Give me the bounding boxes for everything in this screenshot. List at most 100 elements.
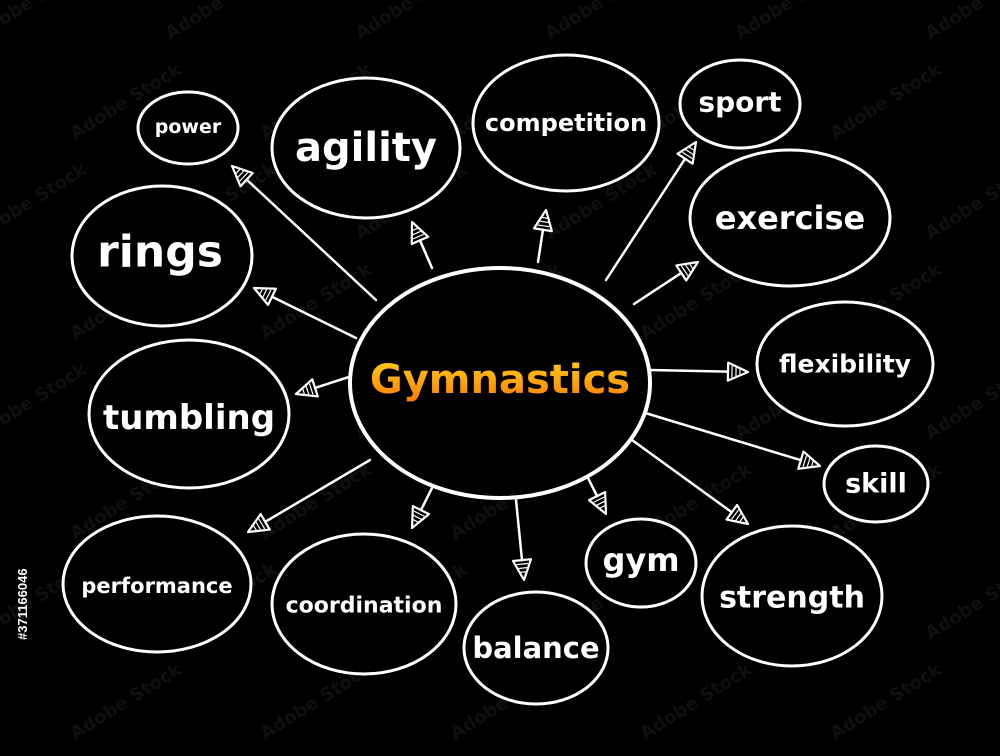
watermark-text: Adobe Stock (827, 659, 947, 745)
connector-exercise-hatch (685, 264, 691, 273)
connector-skill-hatch (802, 455, 807, 468)
connector-agility-hatch (412, 230, 421, 236)
connector-skill-arrowhead (797, 450, 822, 470)
node-gym: gym (584, 517, 698, 609)
node-balance-label: balance (472, 631, 599, 665)
connector-exercise (632, 260, 700, 306)
node-power-label: power (155, 116, 222, 138)
node-exercise-label: exercise (715, 199, 866, 237)
connector-competition-hatch (539, 220, 549, 224)
connector-agility-arrowhead (410, 220, 430, 246)
connector-power-line (245, 178, 378, 302)
connector-strength-hatch (731, 509, 739, 520)
bubble-layer: power agility competition sport exercise… (61, 53, 935, 706)
node-gym-label: gym (602, 541, 679, 579)
connector-coordination-hatch (413, 514, 422, 520)
connector-sport-line (604, 157, 687, 282)
connector-flexibility-line (648, 368, 730, 373)
stock-id-text: #371166046 (15, 568, 30, 640)
node-performance: performance (61, 514, 253, 654)
node-skill-label: skill (845, 469, 907, 500)
node-strength-label: strength (719, 581, 865, 616)
node-flexibility-label: flexibility (779, 350, 911, 379)
node-power-bubble (136, 90, 240, 166)
connector-gym-arrowhead (587, 490, 608, 516)
connector-coordination-hatch (413, 510, 425, 517)
connector-coordination (410, 486, 434, 530)
node-rings: rings (70, 184, 254, 328)
connector-competition-hatch (537, 224, 550, 228)
node-competition-label: competition (485, 109, 647, 137)
connector-gym (584, 472, 608, 516)
node-strength: strength (700, 524, 884, 668)
connector-sport-hatch (685, 149, 694, 155)
connector-sport-hatch (688, 146, 695, 151)
node-rings-label: rings (97, 227, 223, 278)
connector-power-arrowhead (230, 164, 254, 188)
connector-power-hatch (239, 172, 249, 182)
connector-gym-hatch (596, 500, 605, 506)
connector-gym-hatch (593, 496, 605, 503)
connector-competition (532, 208, 553, 264)
connector-balance-hatch (520, 571, 527, 573)
connector-tumbling-hatch (302, 388, 306, 395)
connector-sport (604, 140, 698, 282)
node-performance-bubble (61, 514, 253, 654)
connector-balance-hatch (518, 567, 528, 570)
connector-rings-hatch (262, 289, 268, 298)
node-strength-bubble (700, 524, 884, 668)
connector-skill-line (640, 410, 803, 462)
watermark-text: Adobe Stock (922, 159, 1000, 245)
connector-coordination-line (419, 486, 434, 512)
center-label: Gymnastics (370, 357, 630, 403)
connector-performance-hatch (252, 525, 257, 531)
node-sport-bubble (678, 58, 802, 150)
connector-sport-hatch (682, 151, 693, 160)
connector-flexibility (648, 361, 750, 382)
node-skill-bubble (822, 444, 930, 524)
connector-competition-hatch (541, 216, 548, 219)
node-rings-bubble (70, 184, 254, 328)
connector-performance-arrowhead (246, 512, 271, 534)
connector-balance-hatch (516, 562, 529, 566)
watermark-text: Adobe Stock (922, 0, 1000, 44)
node-agility: agility (270, 76, 462, 220)
node-exercise: exercise (688, 148, 892, 288)
connector-performance-hatch (258, 518, 266, 530)
connector-agility-line (418, 239, 434, 270)
center-bubble (348, 266, 652, 500)
connector-performance-line (263, 458, 372, 524)
connector-power-hatch (237, 170, 245, 178)
node-agility-bubble (270, 76, 462, 220)
node-power: power (136, 90, 240, 166)
node-tumbling: tumbling (87, 338, 291, 490)
connector-performance (246, 458, 372, 534)
watermark-text: Adobe Stock (162, 0, 282, 44)
connector-agility (410, 220, 434, 270)
center-node: Gymnastics (348, 266, 652, 500)
connector-exercise-line (632, 271, 683, 306)
connector-tumbling-line (313, 374, 354, 390)
node-tumbling-bubble (87, 338, 291, 490)
watermark-text: Adobe Stock (67, 659, 187, 745)
node-tumbling-label: tumbling (103, 398, 275, 438)
connector-strength (630, 438, 750, 526)
connector-exercise-hatch (689, 263, 694, 270)
connector-flexibility-arrowhead (726, 361, 750, 382)
connector-sport-arrowhead (676, 140, 698, 165)
watermark-text: Adobe Stock (542, 0, 662, 44)
watermark-text: Adobe Stock (732, 0, 852, 44)
connector-tumbling-hatch (308, 383, 314, 395)
connector-balance (511, 498, 533, 582)
connector-competition-arrowhead (532, 208, 553, 233)
node-competition: competition (471, 53, 661, 193)
watermark-text: Adobe Stock (637, 659, 757, 745)
connector-coordination-arrowhead (410, 504, 431, 530)
connector-skill (640, 410, 822, 470)
connector-power (230, 164, 378, 302)
node-performance-label: performance (81, 574, 232, 598)
node-skill: skill (822, 444, 930, 524)
node-exercise-bubble (688, 148, 892, 288)
connector-gym-hatch (599, 505, 606, 509)
